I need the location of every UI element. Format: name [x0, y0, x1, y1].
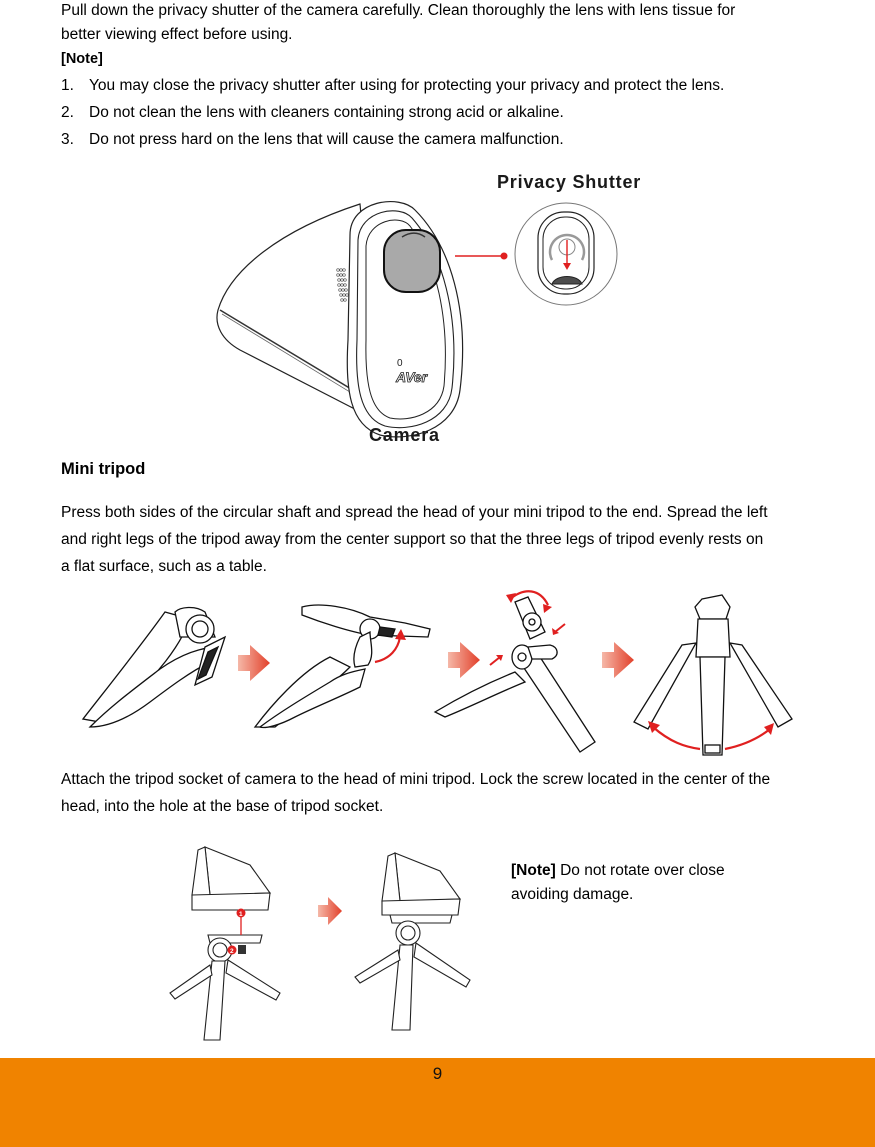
- step-arrow-icon: [602, 642, 634, 678]
- step-arrow-icon: [238, 645, 270, 681]
- intro-paragraph-line-2: better viewing effect before using.: [61, 26, 293, 43]
- note-heading: [Note]: [61, 51, 103, 67]
- tripod-step-1-folded: [81, 606, 227, 728]
- note-item-number: 2.: [61, 104, 74, 121]
- note-item: 2. Do not clean the lens with cleaners c…: [61, 100, 821, 125]
- note-item-text: You may close the privacy shutter after …: [89, 77, 725, 94]
- note-item-text: Do not press hard on the lens that will …: [89, 131, 564, 148]
- camera-mount-illustration: 1 2: [169, 846, 471, 1041]
- side-note-line-2: avoiding damage.: [511, 886, 634, 903]
- tripod-unfold-steps-illustration: [81, 590, 793, 756]
- camera-label: Camera: [369, 425, 440, 445]
- step-arrow-icon: [318, 897, 342, 925]
- note-item-number: 1.: [61, 77, 74, 94]
- attach-paragraph: Attach the tripod socket of camera to th…: [61, 766, 814, 820]
- page-footer: 9: [0, 1058, 875, 1147]
- tripod-step-3-head-spread: [433, 596, 596, 753]
- note-list: 1. You may close the privacy shutter aft…: [61, 73, 821, 152]
- tripod-step-2-pressing: [253, 604, 431, 729]
- side-note-line-1: [Note] Do not rotate over close: [511, 859, 725, 883]
- privacy-shutter-label: Privacy Shutter: [497, 172, 642, 192]
- note-item: 3. Do not press hard on the lens that wi…: [61, 127, 821, 152]
- spread-arrow-icon: [652, 726, 701, 751]
- step-marker-2-label: 2: [230, 948, 234, 955]
- led-mark: 0: [397, 358, 403, 369]
- mount-side-note: [Note] Do not rotate over close avoiding…: [511, 859, 725, 907]
- side-note-label: [Note]: [511, 862, 556, 879]
- paragraph-line: and right legs of the tripod away from t…: [61, 531, 764, 548]
- mini-tripod-paragraph: Press both sides of the circular shaft a…: [61, 499, 814, 580]
- step-arrow-icon: [448, 642, 480, 678]
- note-item-text: Do not clean the lens with cleaners cont…: [89, 104, 564, 121]
- section-title-mini-tripod: Mini tripod: [61, 460, 146, 478]
- step-marker-2: [227, 945, 237, 955]
- paragraph-line: a flat surface, such as a table.: [61, 558, 267, 575]
- paragraph-line: Attach the tripod socket of camera to th…: [61, 771, 771, 788]
- brand-logo: AVer: [395, 369, 429, 385]
- paragraph-line: head, into the hole at the base of tripo…: [61, 798, 384, 815]
- tripod-step-4-legs-spread: [633, 594, 793, 756]
- camera-illustration: 0 AVer: [216, 201, 618, 438]
- paragraph-line: Press both sides of the circular shaft a…: [61, 504, 768, 521]
- note-item-number: 3.: [61, 131, 74, 148]
- page-number: 9: [432, 1064, 443, 1083]
- note-item: 1. You may close the privacy shutter aft…: [61, 73, 821, 98]
- intro-paragraph-line-1: Pull down the privacy shutter of the cam…: [61, 2, 736, 19]
- rotate-arrow-icon: [374, 636, 402, 664]
- step-marker-1: [236, 908, 246, 918]
- side-note-text: Do not rotate over close: [555, 862, 725, 879]
- step-marker-1-label: 1: [239, 911, 243, 918]
